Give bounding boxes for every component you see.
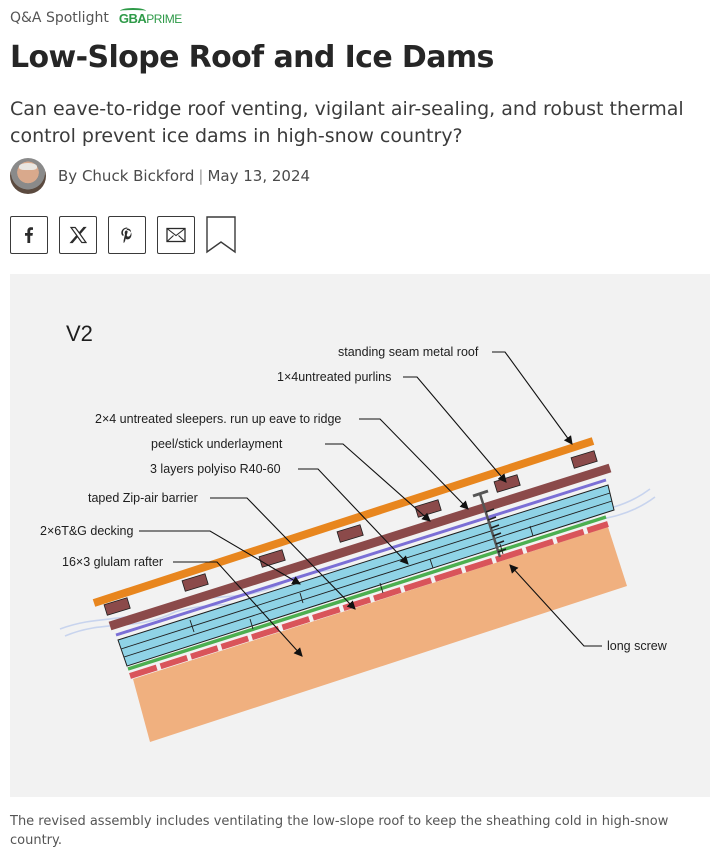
roof-assembly-svg: V2: [40, 321, 668, 742]
page-title: Low-Slope Roof and Ice Dams: [10, 40, 494, 75]
share-x-button[interactable]: [59, 216, 97, 254]
peel-stick-underlayment: [115, 478, 607, 637]
label-sleepers: 2×4 untreated sleepers. run up eave to r…: [95, 412, 341, 426]
article-dek: Can eave-to-ridge roof venting, vigilant…: [10, 98, 684, 147]
pinterest-icon: [121, 227, 132, 244]
bookmark-button[interactable]: [206, 216, 236, 254]
polyiso-insulation: [117, 484, 615, 667]
author-avatar[interactable]: [10, 158, 46, 194]
label-long-screw: long screw: [607, 639, 668, 653]
section-kicker[interactable]: Q&A Spotlight: [10, 10, 109, 26]
byline-prefix: By: [58, 167, 78, 185]
author-line: By Chuck Bickford|May 13, 2024: [58, 167, 310, 185]
long-screw: [472, 489, 507, 558]
label-underlayment: peel/stick underlayment: [151, 437, 283, 451]
label-purlins: 1×4untreated purlins: [277, 370, 391, 384]
roof-assembly-diagram: V2: [10, 274, 710, 797]
version-label: V2: [66, 321, 93, 346]
polyiso-layer-lines: [120, 492, 613, 658]
untreated-sleepers: [108, 463, 612, 631]
tg-decking: [129, 521, 609, 679]
share-bar: [10, 216, 236, 254]
glulam-rafter: [133, 527, 627, 742]
share-pinterest-button[interactable]: [108, 216, 146, 254]
gba-logo-arch: [119, 7, 146, 14]
gba-badge-main: GBA: [118, 10, 147, 26]
byline: By Chuck Bickford|May 13, 2024: [10, 158, 310, 194]
author-name[interactable]: Chuck Bickford: [81, 167, 195, 185]
standing-seam-metal-roof: [92, 437, 595, 607]
facebook-icon: [25, 227, 33, 243]
share-facebook-button[interactable]: [10, 216, 48, 254]
publish-date: May 13, 2024: [207, 167, 311, 185]
label-decking: 2×6T&G decking: [40, 524, 134, 538]
gba-badge-sub: PRIME: [146, 11, 182, 26]
x-icon: [69, 226, 87, 244]
label-metal-roof: standing seam metal roof: [338, 345, 479, 359]
byline-separator: |: [198, 167, 204, 185]
label-zip-barrier: taped Zip-air barrier: [88, 491, 198, 505]
figure-caption: The revised assembly includes ventilatin…: [10, 814, 669, 848]
diagram-labels: standing seam metal roof 1×4untreated pu…: [40, 345, 668, 657]
bookmark-icon: [206, 216, 236, 254]
label-polyiso: 3 layers polyiso R40-60: [150, 462, 281, 476]
share-email-button[interactable]: [157, 216, 195, 254]
untreated-purlins: [103, 450, 598, 616]
label-rafter: 16×3 glulam rafter: [62, 555, 163, 569]
mail-icon: [166, 227, 186, 243]
zip-air-barrier: [127, 515, 607, 671]
